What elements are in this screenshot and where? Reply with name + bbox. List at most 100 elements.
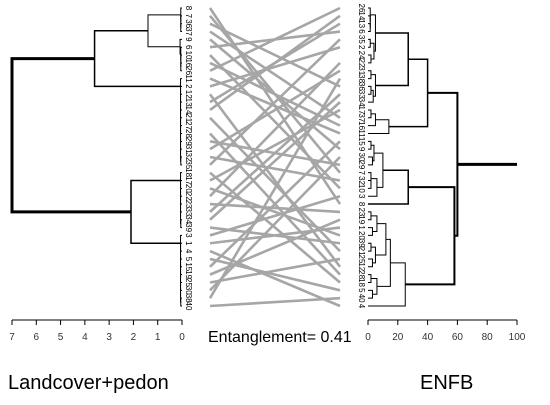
right-leaf-label: 9 xyxy=(357,147,366,152)
right-branch-29 xyxy=(370,246,376,264)
left-axis-tick-label: 3 xyxy=(106,332,112,343)
right-branch-36 xyxy=(405,186,456,286)
right-leaf-label: 3 xyxy=(357,194,366,199)
left-leaf-label: 14 xyxy=(184,105,193,114)
left-leaf-label: 25 xyxy=(184,278,193,287)
left-leaf-label: 12 xyxy=(184,90,193,99)
connector-lines xyxy=(208,6,342,308)
right-branch-17 xyxy=(368,156,373,166)
right-axis-tick-label: 100 xyxy=(509,332,526,343)
right-branch-26 xyxy=(370,215,378,232)
left-leaf-label: 26 xyxy=(184,66,193,75)
connector-2 xyxy=(209,45,341,88)
connector-10 xyxy=(209,54,341,190)
right-leaf-label: 5 xyxy=(357,288,366,293)
connector-15 xyxy=(209,140,341,268)
right-leaf-label: 12 xyxy=(357,262,366,271)
connector-30 xyxy=(209,156,341,292)
connector-25 xyxy=(209,257,341,284)
connector-35 xyxy=(209,38,341,166)
left-leaf-label: 10 xyxy=(184,51,193,60)
entanglement-label: Entanglement= 0.41 xyxy=(208,329,352,346)
right-leaf-label: 37 xyxy=(357,113,366,122)
right-leaf-label: 28 xyxy=(357,270,366,279)
left-axis-tick-label: 0 xyxy=(179,332,185,343)
left-branch-18 xyxy=(180,78,182,95)
right-branch-2 xyxy=(368,7,371,22)
right-leaf-label: 4 xyxy=(357,304,366,309)
right-dendrogram xyxy=(368,7,517,307)
right-leaf-labels: 2614136352242231383633341737161115930297… xyxy=(357,4,366,309)
left-leaf-label: 18 xyxy=(184,168,193,177)
left-leaf-label: 38 xyxy=(184,294,193,303)
right-leaf-label: 11 xyxy=(357,129,366,138)
left-leaf-label: 33 xyxy=(184,207,193,216)
left-axis-tick-label: 5 xyxy=(58,332,64,343)
left-branch-20 xyxy=(180,219,182,229)
left-axis-tick-label: 4 xyxy=(82,332,88,343)
right-branch-31 xyxy=(368,274,372,283)
right-branch-33 xyxy=(370,278,378,295)
right-leaf-label: 39 xyxy=(357,239,366,248)
left-axis-tick-label: 6 xyxy=(34,332,40,343)
right-leaf-label: 8 xyxy=(357,202,366,207)
left-axis-tick-label: 1 xyxy=(155,332,161,343)
right-branch-24 xyxy=(368,211,372,221)
left-axis: 7 6 5 4 3 2 1 0 xyxy=(9,319,185,343)
right-branch-34 xyxy=(376,238,391,287)
connector-40 xyxy=(209,296,341,308)
right-dendrogram-title: ENFB xyxy=(420,372,474,394)
right-leaf-label: 6 xyxy=(357,29,366,34)
left-leaf-label: 31 xyxy=(184,145,193,154)
right-leaf-label: 17 xyxy=(357,105,366,114)
right-leaf-label: 1 xyxy=(357,225,366,230)
left-axis-tick-label: 7 xyxy=(9,332,15,343)
right-leaf-label: 16 xyxy=(357,121,366,130)
right-branch-12 xyxy=(368,109,372,119)
right-branch-16 xyxy=(368,140,372,150)
right-leaf-label: 38 xyxy=(357,74,366,83)
left-axis-tick-label: 2 xyxy=(131,332,137,343)
connector-36 xyxy=(209,22,341,88)
right-leaf-label: 32 xyxy=(357,176,366,185)
left-branch-27 xyxy=(180,297,182,307)
right-leaf-label: 36 xyxy=(357,82,366,91)
right-leaf-label: 2 xyxy=(357,45,366,50)
left-leaf-label: 6 xyxy=(184,45,193,50)
left-leaf-label: 9 xyxy=(184,37,193,42)
right-branch-4 xyxy=(368,54,372,64)
right-branch-22 xyxy=(373,152,384,188)
connector-32 xyxy=(209,155,341,182)
right-branch-13 xyxy=(368,113,376,127)
right-leaf-label: 40 xyxy=(357,294,366,303)
left-leaf-label: 29 xyxy=(184,137,193,146)
right-axis-tick-label: 0 xyxy=(365,332,371,343)
left-dendrogram-title: Landcover+pedon xyxy=(8,372,169,394)
connector-34 xyxy=(209,101,341,221)
left-leaf-label: 4 xyxy=(184,249,193,254)
connector-38 xyxy=(208,77,342,299)
left-leaf-label: 27 xyxy=(184,121,193,130)
connector-22 xyxy=(209,61,341,198)
right-leaf-label: 19 xyxy=(357,215,366,224)
left-branch-7 xyxy=(147,14,181,48)
right-branch-20 xyxy=(368,172,372,185)
left-branch-19 xyxy=(93,30,181,88)
left-leaf-label: 8 xyxy=(184,6,193,11)
right-leaf-label: 14 xyxy=(357,11,366,20)
left-leaf-label: 36 xyxy=(184,19,193,28)
left-leaf-label: 20 xyxy=(184,184,193,193)
left-leaf-label: 7 xyxy=(184,14,193,19)
left-leaf-label: 15 xyxy=(184,262,193,271)
right-leaf-label: 30 xyxy=(357,153,366,162)
right-leaf-label: 31 xyxy=(357,66,366,75)
left-branch-2 xyxy=(180,7,182,22)
connector-19 xyxy=(209,218,341,276)
left-leaf-label: 23 xyxy=(184,200,193,209)
right-leaf-label: 33 xyxy=(357,90,366,99)
right-leaf-label: 15 xyxy=(357,137,366,146)
left-branch-37 xyxy=(10,57,131,214)
connector-3 xyxy=(209,194,341,237)
right-branch-3 xyxy=(368,38,371,48)
